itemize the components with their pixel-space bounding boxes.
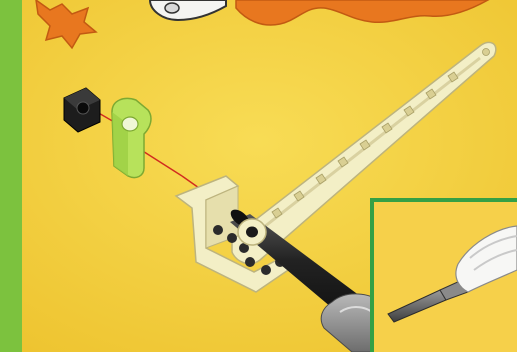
detail-inset — [372, 200, 517, 352]
left-green-strip — [0, 0, 22, 352]
